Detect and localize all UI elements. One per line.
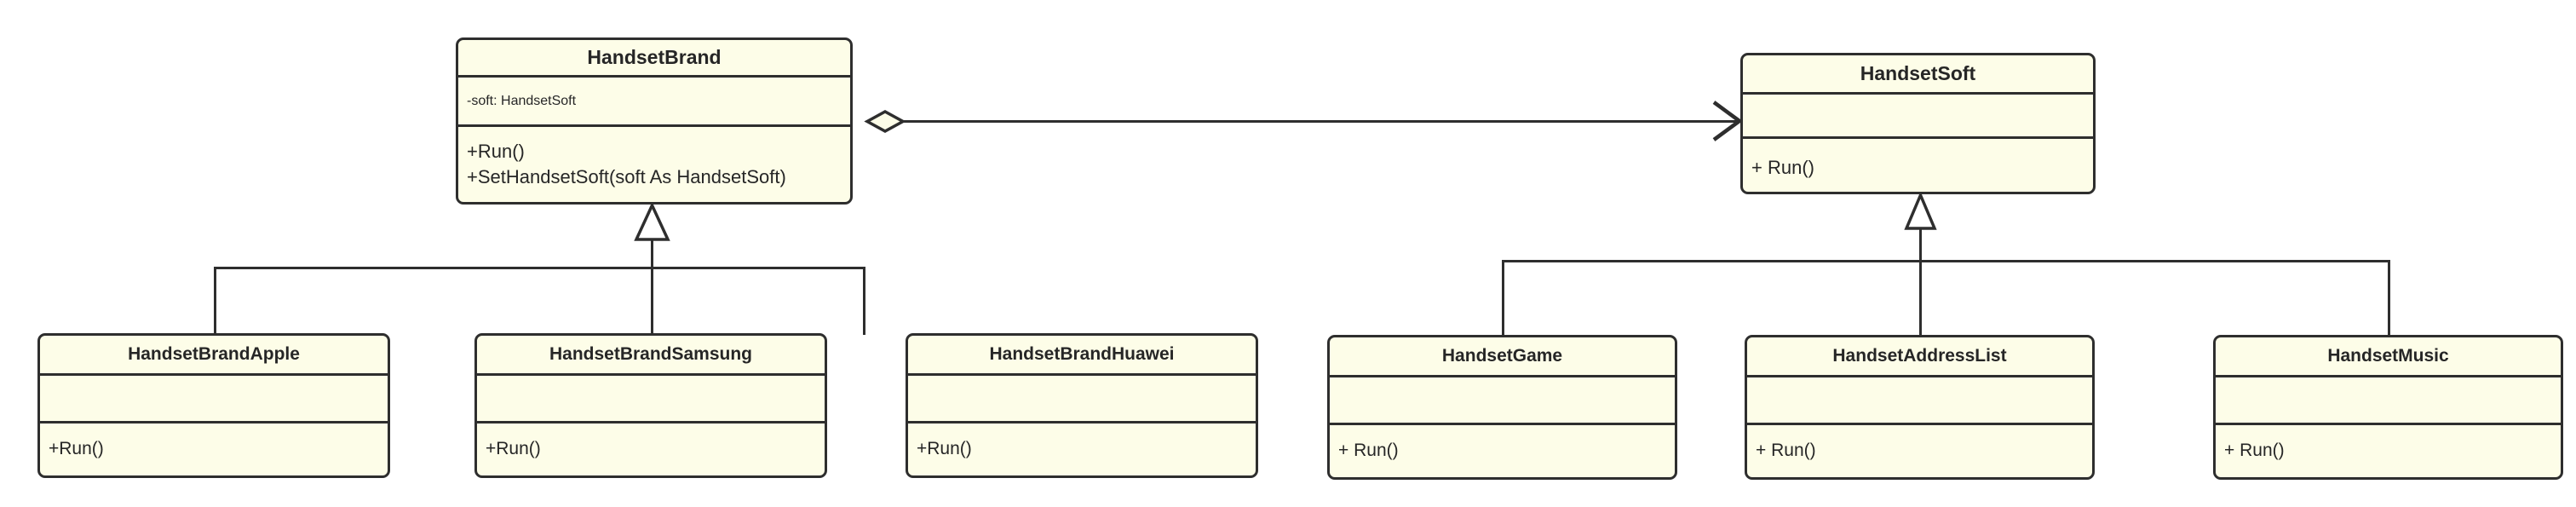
inheritance-drop-game [1502,260,1504,335]
inheritance-drop-huawei [863,267,865,335]
class-operations-handset-brand-huawei: +Run() [908,423,1256,475]
class-name-handset-soft: HandsetSoft [1743,55,2093,95]
inheritance-bus-brand [214,267,865,269]
class-operations-handset-brand-samsung: +Run() [477,423,825,475]
class-name-handset-brand-apple: HandsetBrandApple [40,336,388,376]
class-name-handset-brand-huawei: HandsetBrandHuawei [908,336,1256,376]
operation-row: +Run() [467,141,525,163]
class-name-handset-brand: HandsetBrand [458,40,850,78]
inheritance-drop-samsung [651,267,653,335]
operation-row: +Run() [49,439,104,459]
class-attributes-handset-soft [1743,95,2093,139]
operation-row: + Run() [1751,157,1814,179]
class-attributes-handset-game [1330,377,1675,425]
operation-row: +Run() [486,439,541,459]
class-box-handset-brand-huawei[interactable]: HandsetBrandHuawei +Run() [906,333,1258,478]
class-name-handset-brand-samsung: HandsetBrandSamsung [477,336,825,376]
class-attributes-handset-address-list [1747,377,2092,425]
class-operations-handset-music: + Run() [2216,425,2561,477]
class-attributes-handset-music [2216,377,2561,425]
class-operations-handset-address-list: + Run() [1747,425,2092,477]
class-attributes-handset-brand-huawei [908,376,1256,423]
operation-row: +SetHandsetSoft(soft As HandsetSoft) [467,166,786,187]
inheritance-bus-soft [1502,260,2390,262]
class-name-handset-game: HandsetGame [1330,337,1675,377]
class-box-handset-music[interactable]: HandsetMusic + Run() [2213,335,2563,480]
class-operations-handset-soft: + Run() [1743,139,2093,192]
class-box-handset-brand[interactable]: HandsetBrand -soft: HandsetSoft +Run() +… [456,37,853,205]
class-attributes-handset-brand-apple [40,376,388,423]
operation-row: + Run() [1338,441,1399,461]
operation-row: + Run() [2224,441,2285,461]
class-operations-handset-brand: +Run() +SetHandsetSoft(soft As HandsetSo… [458,127,850,202]
class-attributes-handset-brand-samsung [477,376,825,423]
class-box-handset-game[interactable]: HandsetGame + Run() [1327,335,1677,480]
class-box-handset-address-list[interactable]: HandsetAddressList + Run() [1745,335,2095,480]
class-name-handset-music: HandsetMusic [2216,337,2561,377]
inheritance-stem-soft [1919,194,1922,262]
class-box-handset-brand-samsung[interactable]: HandsetBrandSamsung +Run() [474,333,827,478]
class-box-handset-brand-apple[interactable]: HandsetBrandApple +Run() [37,333,390,478]
class-name-handset-address-list: HandsetAddressList [1747,337,2092,377]
class-operations-handset-brand-apple: +Run() [40,423,388,475]
inheritance-stem-brand [651,205,653,268]
class-attributes-handset-brand: -soft: HandsetSoft [458,78,850,127]
aggregation-line-brand-to-soft [869,120,1738,123]
inheritance-drop-music [2388,260,2390,335]
class-operations-handset-game: + Run() [1330,425,1675,477]
attribute-row: -soft: HandsetSoft [467,93,577,108]
inheritance-drop-apple [214,267,216,335]
class-box-handset-soft[interactable]: HandsetSoft + Run() [1740,53,2096,194]
operation-row: + Run() [1756,441,1816,461]
operation-row: +Run() [917,439,972,459]
inheritance-drop-addresslist [1919,260,1922,335]
